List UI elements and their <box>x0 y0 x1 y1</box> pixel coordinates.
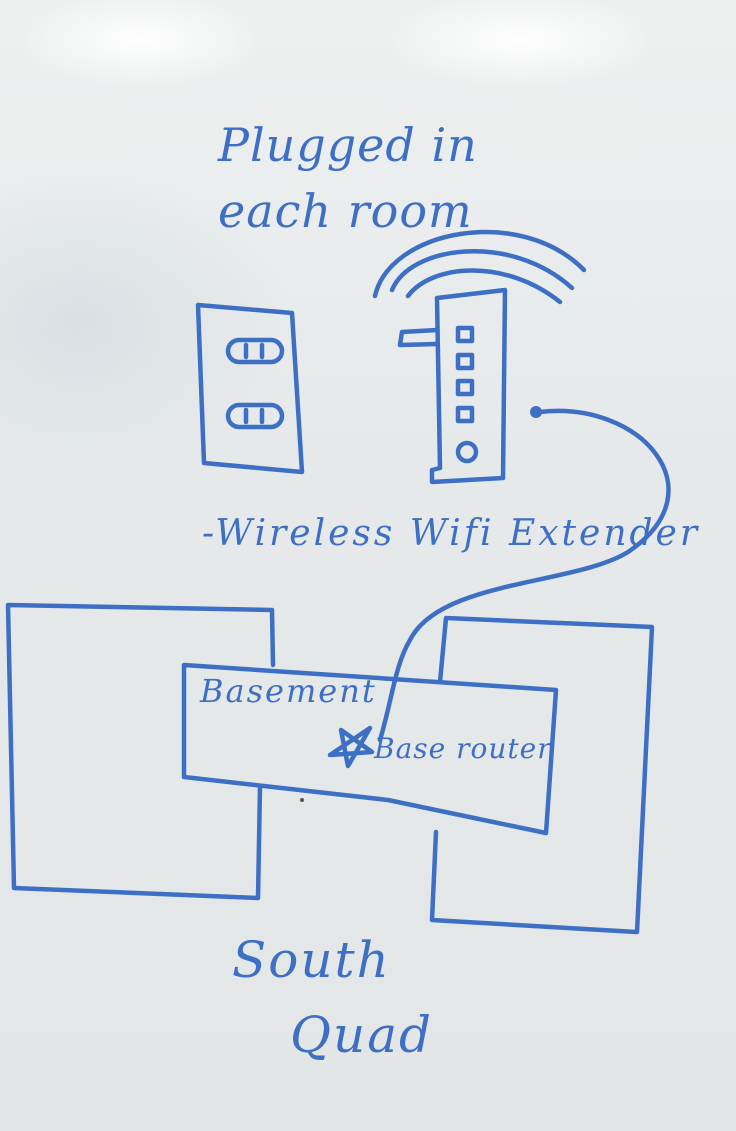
router-label: Base router <box>374 732 552 765</box>
marker-dot <box>300 798 304 802</box>
location-label-line-2: Quad <box>290 1006 434 1064</box>
basement-outline <box>181 662 559 836</box>
location-label-line-1: South <box>232 931 391 989</box>
wifi-extender-icon <box>397 287 508 485</box>
extender-label: -Wireless Wifi Extender <box>202 513 701 554</box>
wall-outlet-icon <box>195 302 305 475</box>
title-line-2: each room <box>218 184 473 238</box>
title-line-1: Plugged in <box>218 118 478 172</box>
basement-label: Basement <box>200 672 377 710</box>
star-icon <box>327 725 375 769</box>
wifi-signal-icon <box>372 229 587 305</box>
extender-cable <box>377 406 671 743</box>
building-right-outline <box>429 615 655 935</box>
building-left-outline <box>5 602 276 901</box>
